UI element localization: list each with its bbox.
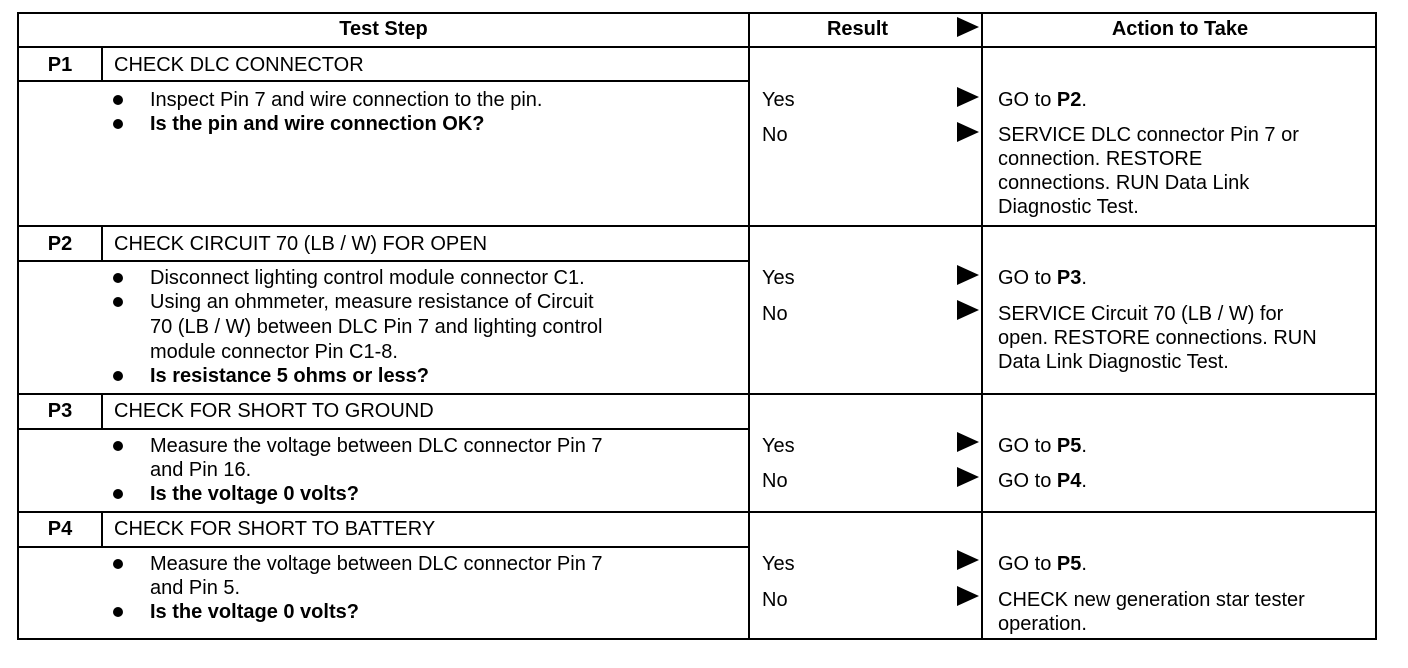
bullet-icon xyxy=(113,297,123,307)
step-id: P1 xyxy=(47,54,73,76)
step-title: CHECK DLC CONNECTOR xyxy=(114,54,364,76)
step-instruction: 70 (LB / W) between DLC Pin 7 and lighti… xyxy=(150,316,603,338)
action-goto: GO to P5. xyxy=(998,553,1087,575)
bullet-icon xyxy=(113,119,123,129)
arrow-icon xyxy=(957,432,979,452)
result-no: No xyxy=(762,303,788,325)
step-instruction: Disconnect lighting control module conne… xyxy=(150,267,585,289)
action-line: CHECK new generation star tester xyxy=(998,589,1305,611)
arrow-icon xyxy=(957,265,979,285)
step-id: P4 xyxy=(47,518,73,540)
step-instruction: Using an ohmmeter, measure resistance of… xyxy=(150,291,594,313)
action-line: SERVICE DLC connector Pin 7 or xyxy=(998,124,1299,146)
action-goto: GO to P4. xyxy=(998,470,1087,492)
result-yes: Yes xyxy=(762,89,795,111)
action-line: SERVICE Circuit 70 (LB / W) for xyxy=(998,303,1284,325)
step-title: CHECK FOR SHORT TO GROUND xyxy=(114,400,434,422)
step-instruction: Inspect Pin 7 and wire connection to the… xyxy=(150,89,543,111)
action-line: connections. RUN Data Link xyxy=(998,172,1250,194)
step-id-divider xyxy=(101,225,103,262)
action-line: Diagnostic Test. xyxy=(998,196,1139,218)
step-title: CHECK FOR SHORT TO BATTERY xyxy=(114,518,436,540)
action-line: operation. xyxy=(998,613,1087,635)
arrow-icon xyxy=(957,300,979,320)
step-id: P3 xyxy=(47,400,73,422)
step-divider xyxy=(17,225,1377,227)
arrow-icon xyxy=(957,87,979,107)
bullet-icon xyxy=(113,489,123,499)
step-question: Is resistance 5 ohms or less? xyxy=(150,365,430,387)
bullet-icon xyxy=(113,559,123,569)
step-title-divider xyxy=(17,428,749,430)
column-divider-result xyxy=(748,12,750,640)
step-divider xyxy=(17,511,1377,513)
step-instruction: Measure the voltage between DLC connecto… xyxy=(150,435,603,457)
action-goto: GO to P2. xyxy=(998,89,1087,111)
step-id: P2 xyxy=(47,233,73,255)
diagnostic-table xyxy=(17,12,1377,640)
result-no: No xyxy=(762,124,788,146)
arrow-icon xyxy=(957,467,979,487)
action-line: connection. RESTORE xyxy=(998,148,1203,170)
bullet-icon xyxy=(113,95,123,105)
step-title-divider xyxy=(17,80,749,82)
step-id-divider xyxy=(101,46,103,82)
result-no: No xyxy=(762,470,788,492)
step-instruction: and Pin 5. xyxy=(150,577,241,599)
header-result: Result xyxy=(826,18,889,40)
step-instruction: and Pin 16. xyxy=(150,459,252,481)
step-question: Is the pin and wire connection OK? xyxy=(150,113,485,135)
step-divider xyxy=(17,393,1377,395)
step-id-divider xyxy=(101,511,103,548)
step-question: Is the voltage 0 volts? xyxy=(150,483,359,505)
step-title-divider xyxy=(17,546,749,548)
step-question: Is the voltage 0 volts? xyxy=(150,601,359,623)
bullet-icon xyxy=(113,273,123,283)
bullet-icon xyxy=(113,371,123,381)
header-test-step: Test Step xyxy=(339,18,428,40)
result-yes: Yes xyxy=(762,435,795,457)
header-divider xyxy=(17,46,1377,48)
column-divider-action xyxy=(981,12,983,640)
step-instruction: module connector Pin C1-8. xyxy=(150,341,398,363)
arrow-icon xyxy=(957,122,979,142)
result-yes: Yes xyxy=(762,267,795,289)
result-yes: Yes xyxy=(762,553,795,575)
arrow-icon xyxy=(957,550,979,570)
bullet-icon xyxy=(113,441,123,451)
action-goto: GO to P5. xyxy=(998,435,1087,457)
step-id-divider xyxy=(101,393,103,430)
action-goto: GO to P3. xyxy=(998,267,1087,289)
step-instruction: Measure the voltage between DLC connecto… xyxy=(150,553,603,575)
header-action: Action to Take xyxy=(1111,18,1249,40)
step-title-divider xyxy=(17,260,749,262)
bullet-icon xyxy=(113,607,123,617)
action-line: Data Link Diagnostic Test. xyxy=(998,351,1229,373)
result-no: No xyxy=(762,589,788,611)
header-arrow-icon xyxy=(957,17,979,37)
action-line: open. RESTORE connections. RUN xyxy=(998,327,1317,349)
step-title: CHECK CIRCUIT 70 (LB / W) FOR OPEN xyxy=(114,233,488,255)
arrow-icon xyxy=(957,586,979,606)
